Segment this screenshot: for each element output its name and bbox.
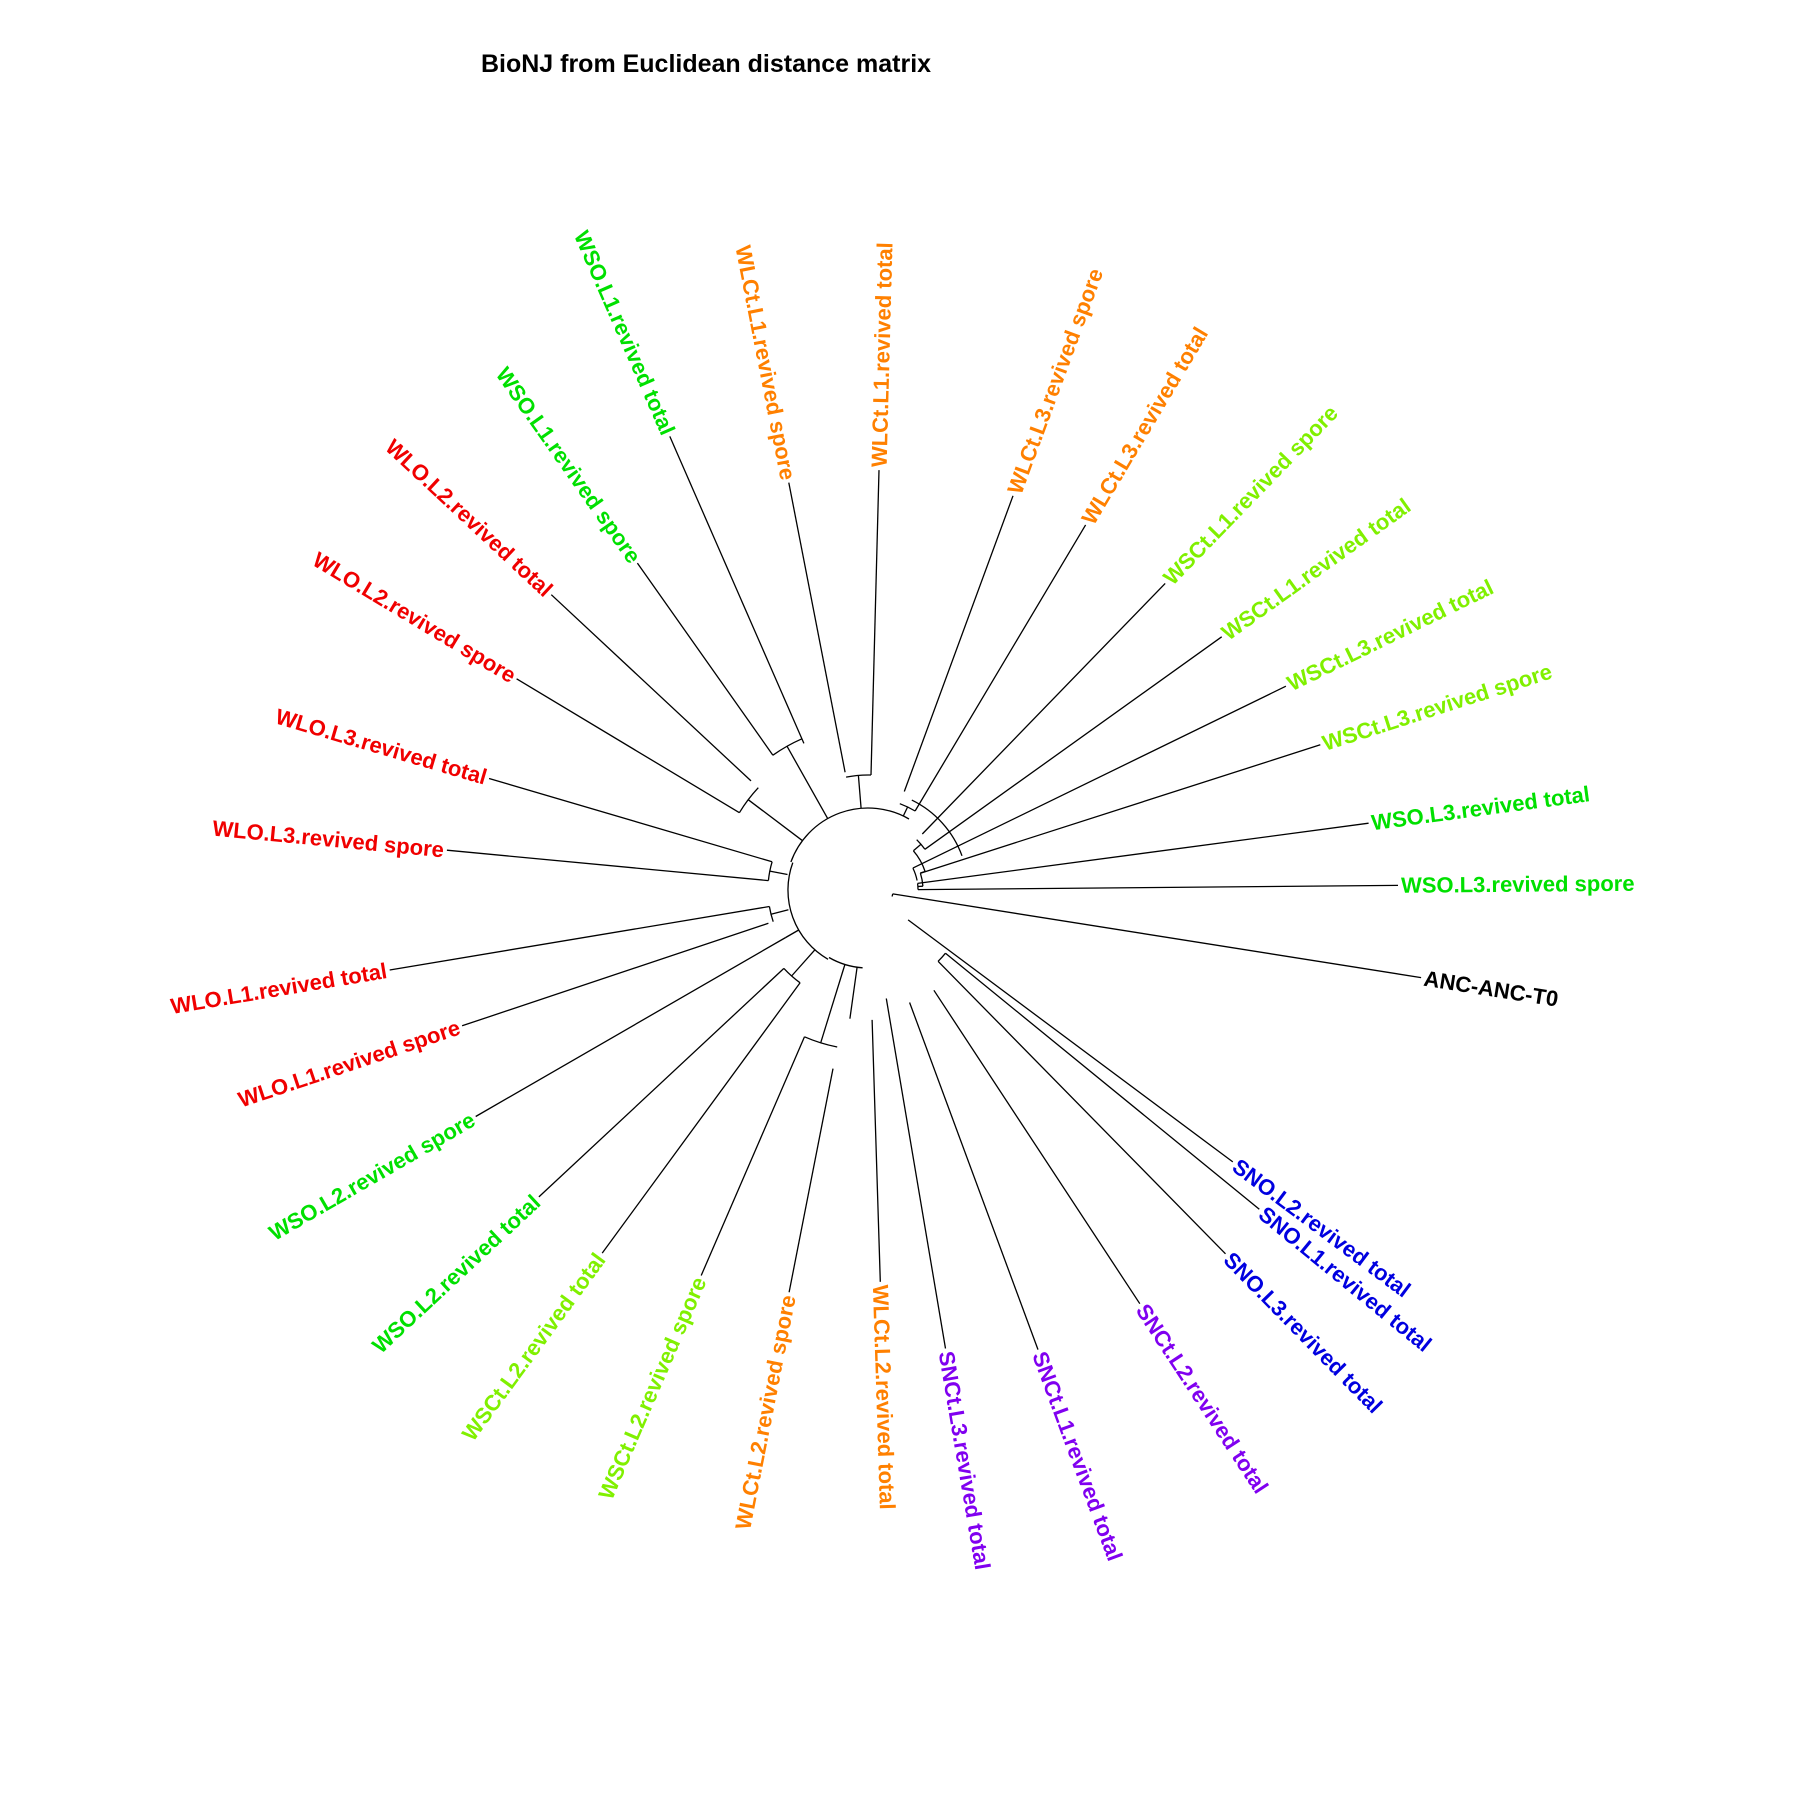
tip-label: WSO.L2.revived total (367, 1190, 545, 1358)
tip-branch (636, 562, 774, 756)
tip-branch (917, 822, 1369, 885)
tip-label: SNCt.L3.revived total (934, 1349, 996, 1571)
tip-label: WSO.L3.revived total (1370, 781, 1591, 835)
tip-branch (924, 636, 1223, 850)
tip-branch (446, 849, 769, 882)
tip-branch (907, 919, 1234, 1163)
tip-label: WSCt.L3.revived total (1283, 574, 1497, 696)
tip-label: WSO.L1.revived spore (491, 363, 646, 568)
tip-branch (920, 744, 1321, 874)
tip-branch (669, 436, 805, 744)
tip-branch (903, 495, 1014, 792)
tip-label: WLCt.L3.revived spore (1002, 265, 1108, 497)
internal-arc-6 (845, 774, 872, 778)
tip-branch (885, 998, 947, 1349)
internal-arc-2 (912, 867, 918, 881)
tip-label: WSO.L2.revived spore (265, 1107, 480, 1245)
tip-label: WLO.L1.revived total (169, 958, 389, 1019)
internal-arc-14 (891, 893, 894, 897)
tip-branch (933, 989, 1141, 1305)
tip-label: WSCt.L3.revived spore (1319, 659, 1555, 756)
tip-branch (914, 524, 1087, 812)
tip-label: WLO.L2.revived spore (308, 547, 520, 688)
internal-branch-5 (786, 745, 829, 819)
tip-label: SNCt.L2.revived total (1131, 1299, 1273, 1498)
tip-branch (488, 777, 773, 863)
tip-branch (912, 685, 1287, 869)
tip-branch (788, 482, 846, 773)
tip-branch (475, 936, 787, 1118)
tip-label: WLO.L3.revived total (273, 704, 490, 790)
tip-label: WSO.L3.revived spore (1401, 871, 1635, 898)
tip-branch (550, 594, 752, 782)
tip-branch (461, 922, 769, 1027)
tip-branch (700, 1036, 806, 1276)
tip-label: WSCt.L2.revived spore (593, 1273, 711, 1503)
tip-label: ANC-ANC-T0 (1422, 966, 1560, 1012)
tip-branch (389, 905, 770, 971)
internal-arc-5 (899, 803, 916, 812)
internal-arc-1 (919, 873, 924, 887)
tip-label: WSCt.L2.revived total (457, 1248, 611, 1445)
internal-arc-16 (787, 862, 829, 960)
tip-label: WLCt.L1.revived total (867, 242, 898, 467)
internal-arc-13 (937, 952, 947, 962)
internal-branch-7 (769, 870, 788, 876)
internal-arc-4 (912, 850, 926, 872)
tip-branch (921, 582, 1166, 835)
internal-arc-15 (790, 807, 910, 863)
internal-arc-18 (911, 799, 963, 857)
tip-branch (937, 960, 1226, 1255)
tip-branch (788, 1068, 834, 1293)
tip-branch (917, 884, 1399, 891)
tree-branches (389, 436, 1422, 1350)
tip-branch (870, 470, 880, 776)
internal-branch-11 (820, 964, 846, 1043)
tip-label: WLCt.L2.revived spore (730, 1293, 800, 1532)
internal-branch-4 (857, 775, 862, 809)
tip-label: WLO.L3.revived spore (211, 816, 445, 863)
internal-branch-8 (770, 909, 789, 915)
tip-branch (538, 967, 785, 1198)
tip-label: SNCt.L1.revived total (1027, 1348, 1127, 1564)
internal-arc-17 (828, 956, 863, 969)
tip-label: WLO.L1.revived spore (235, 1015, 463, 1112)
tip-label: WLCt.L1.revived spore (730, 243, 800, 482)
tip-label: WLO.L2.revived total (381, 434, 558, 602)
tip-branch (892, 893, 1422, 979)
internal-branch-10 (791, 949, 816, 977)
internal-branch-12 (849, 967, 858, 1019)
tip-labels: WSO.L3.revived spore WSO.L3.revived total… (169, 227, 1635, 1572)
tip-label: WSO.L1.revived total (569, 227, 680, 439)
internal-branch-1 (912, 843, 922, 852)
tip-branch (601, 982, 801, 1254)
internal-branch-3 (902, 806, 909, 817)
internal-branch-6 (747, 799, 803, 842)
tip-label: WLCt.L2.revived total (868, 1284, 900, 1510)
tip-branch (945, 952, 1260, 1210)
tip-branch (908, 1002, 1039, 1350)
tree-title: BioNJ from Euclidean distance matrix (481, 50, 931, 78)
tip-branch (871, 1019, 881, 1282)
tip-branch (516, 678, 740, 814)
tip-label: WLCt.L3.revived total (1076, 323, 1213, 529)
internal-branch-9 (785, 929, 800, 939)
